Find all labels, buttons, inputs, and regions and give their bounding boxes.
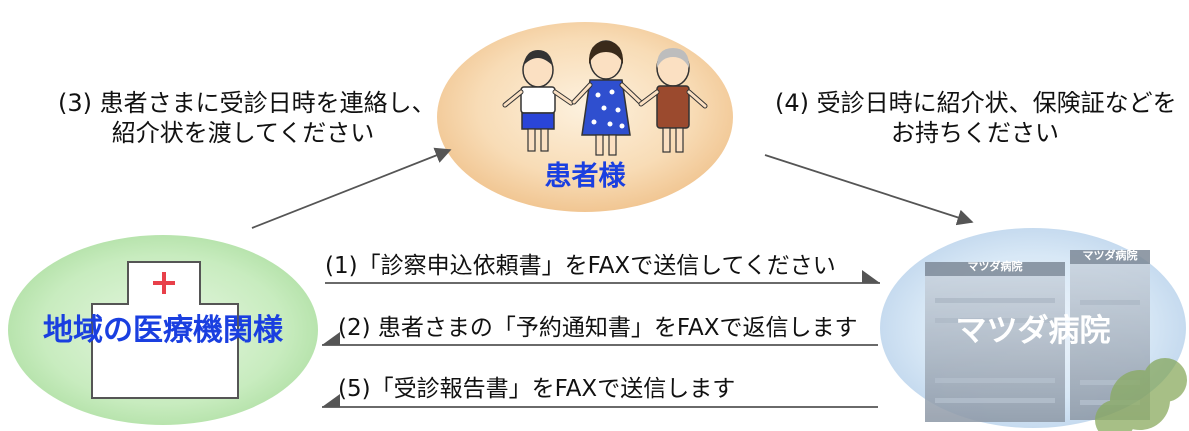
mother-figure-icon xyxy=(571,40,643,156)
step4-caption: (4) 受診日時に紹介状、保険証などを お持ちください xyxy=(775,88,1177,148)
hospital-label: マツダ病院 xyxy=(955,313,1111,349)
step2-caption: (2) 患者さまの「予約通知書」をFAXで返信します xyxy=(338,315,858,341)
elder-figure-icon xyxy=(638,48,708,153)
medical-cross-icon xyxy=(153,272,175,294)
step3-caption: (3) 患者さまに受診日時を連絡し、 紹介状を渡してください xyxy=(58,88,436,148)
step3-line2: 紹介状を渡してください xyxy=(111,119,375,147)
arrow-patient-to-hospital xyxy=(764,154,974,226)
hospital-building-sign-1: マツダ病院 xyxy=(968,259,1023,273)
step1-caption: (1)「診察申込依頼書」をFAXで送信してください xyxy=(325,253,836,279)
arrow-step5-fax-report xyxy=(322,394,878,408)
clinic-building-icon xyxy=(91,261,239,399)
arrow-step2-fax-reply xyxy=(322,332,878,346)
hospital-node: マツダ病院 マツダ病院 xyxy=(880,228,1187,431)
clinic-label: 地域の医療機関様 xyxy=(43,313,283,348)
patient-label: 患者様 xyxy=(544,161,626,192)
step4-line1: (4) 受診日時に紹介状、保険証などを xyxy=(775,89,1177,117)
arrow-step1-fax-request xyxy=(325,270,880,284)
child-figure-icon xyxy=(502,50,574,152)
arrow-clinic-to-patient xyxy=(251,147,452,229)
hospital-building-icon xyxy=(925,250,1187,431)
clinic-node xyxy=(8,235,318,425)
patient-node xyxy=(437,22,733,212)
hospital-building-sign-2: マツダ病院 xyxy=(1083,248,1138,262)
step3-line1: (3) 患者さまに受診日時を連絡し、 xyxy=(58,89,436,117)
step4-line2: お持ちください xyxy=(891,119,1059,147)
step5-caption: (5)「受診報告書」をFAXで送信します xyxy=(338,376,736,402)
